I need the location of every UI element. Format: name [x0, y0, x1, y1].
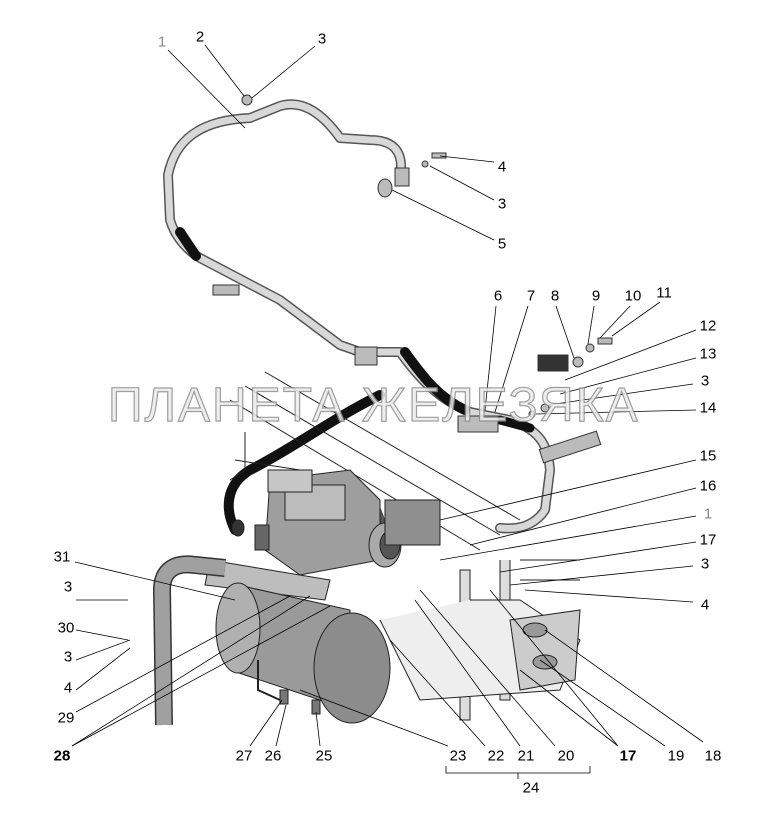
leader-line	[429, 165, 495, 201]
callout-label: 17	[619, 747, 637, 765]
callout-label: 14	[699, 399, 717, 417]
upper-pipe	[163, 99, 555, 545]
callout-label: 24	[522, 779, 540, 797]
callout-label: 23	[449, 747, 467, 765]
leader-line	[539, 659, 666, 747]
leader-line	[75, 639, 131, 661]
leader-line	[544, 629, 704, 743]
leader-line	[439, 155, 495, 163]
callout-label: 26	[264, 747, 282, 765]
callout-label: 29	[57, 709, 75, 727]
callout-label: 16	[699, 477, 717, 495]
leader-line	[547, 383, 694, 406]
leader-line	[499, 541, 697, 573]
callout-label: 18	[704, 747, 722, 765]
callout-label: 30	[57, 619, 75, 637]
leader-line	[419, 589, 556, 747]
callout-label: 7	[526, 287, 536, 305]
fuel-tank	[215, 582, 391, 724]
callout-label: 2	[195, 28, 205, 46]
leader-line	[564, 329, 697, 381]
leader-line	[599, 305, 631, 339]
callout-label: 22	[487, 747, 505, 765]
callout-label: 9	[591, 287, 601, 305]
leader-line	[524, 589, 694, 603]
leader-line	[611, 301, 661, 337]
pipe-fittings	[212, 94, 613, 464]
leader-line	[414, 599, 521, 747]
callout-label: 11	[656, 284, 672, 302]
leader-line	[389, 639, 486, 747]
callout-label: 1	[157, 33, 167, 51]
group-bracket	[445, 766, 591, 779]
callout-label: 1	[703, 505, 713, 523]
leader-line	[251, 45, 316, 99]
callout-label: 6	[493, 287, 503, 305]
callout-label: 25	[315, 747, 333, 765]
leader-line	[75, 647, 131, 691]
callout-label: 3	[700, 555, 710, 573]
leader-line	[391, 189, 495, 241]
leader-line	[559, 357, 697, 395]
leader-line	[484, 305, 497, 411]
callout-label: 3	[63, 578, 73, 596]
callout-label: 3	[497, 195, 507, 213]
leader-line	[494, 305, 529, 413]
callout-label: 12	[699, 317, 717, 335]
leader-line	[75, 629, 129, 641]
callout-label: 21	[517, 747, 535, 765]
callout-label: 28	[53, 747, 71, 765]
leader-line	[71, 595, 311, 747]
callout-label: 4	[700, 596, 710, 614]
watermark: ПЛАНЕТА ЖЕЛЕЗЯКА	[107, 378, 640, 432]
callout-label: 3	[317, 30, 327, 48]
leader-line	[275, 704, 287, 747]
leader-line	[167, 49, 246, 129]
callout-label: 13	[699, 345, 717, 363]
callout-label: 31	[53, 548, 71, 566]
leader-line	[555, 305, 575, 359]
callout-label: 27	[235, 747, 253, 765]
leader-line	[249, 699, 283, 747]
leader-line	[509, 565, 694, 586]
callout-label: 3	[700, 372, 710, 390]
leader-line	[587, 305, 595, 345]
callout-label: 10	[624, 287, 642, 305]
leader-line	[519, 669, 619, 747]
leader-line	[75, 595, 291, 713]
callout-label: 15	[699, 447, 717, 465]
callout-label: 3	[63, 648, 73, 666]
callout-label: 4	[497, 158, 507, 176]
leader-line	[204, 44, 245, 97]
callout-label: 4	[63, 679, 73, 697]
heater-unit	[204, 469, 441, 601]
leader-line	[299, 689, 449, 747]
callout-label: 17	[699, 531, 717, 549]
leader-line	[469, 487, 697, 546]
leader-line	[489, 589, 619, 747]
leader-line	[439, 459, 697, 521]
callout-label: 8	[550, 287, 560, 305]
leader-line	[71, 605, 331, 747]
leader-line	[315, 711, 321, 747]
callout-label: 20	[557, 747, 575, 765]
mounting-frame	[229, 371, 581, 721]
callout-label: 19	[667, 747, 685, 765]
exhaust-pipe	[152, 555, 226, 726]
leader-line	[74, 561, 236, 601]
callout-label: 5	[497, 235, 507, 253]
leader-line	[535, 409, 697, 415]
leader-lines	[71, 44, 704, 779]
leader-line	[439, 515, 697, 561]
